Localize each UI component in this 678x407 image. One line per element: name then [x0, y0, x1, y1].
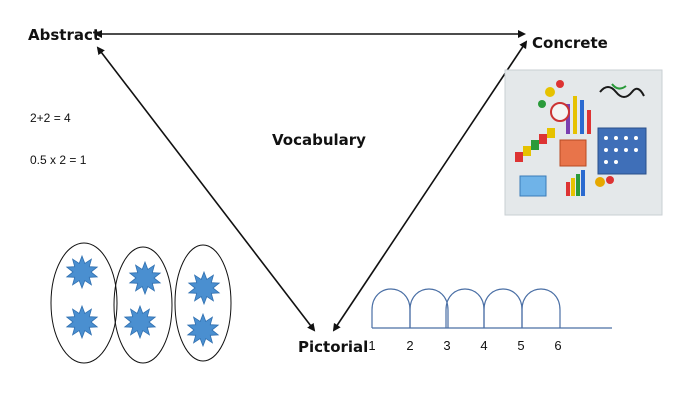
jump-arc	[445, 288, 485, 328]
equation-1: 2+2 = 4	[30, 111, 71, 125]
label-pictorial: Pictorial	[298, 338, 368, 356]
arrow-concrete-pictorial	[332, 40, 528, 332]
label-abstract: Abstract	[28, 26, 100, 44]
star-icon	[187, 270, 221, 306]
number-line-jumps	[371, 288, 561, 328]
number-label: 5	[517, 338, 524, 353]
label-concrete: Concrete	[532, 34, 608, 52]
star-icon	[186, 312, 220, 348]
star-icon	[65, 254, 99, 290]
star-groups	[50, 242, 232, 364]
number-line: 1 2 3 4 5 6	[368, 288, 612, 353]
number-label: 6	[554, 338, 561, 353]
label-vocabulary: Vocabulary	[272, 131, 366, 149]
jump-arc	[483, 288, 523, 328]
arrow-abstract-pictorial	[96, 46, 316, 332]
jump-arc	[409, 288, 449, 328]
star-group	[113, 246, 173, 364]
star-icon	[65, 304, 99, 340]
star-group	[174, 244, 232, 362]
group-ellipse	[50, 242, 118, 364]
number-label: 2	[406, 338, 413, 353]
star-icon	[123, 304, 157, 340]
jump-arc	[371, 288, 411, 328]
equation-2: 0.5 x 2 = 1	[30, 153, 87, 167]
number-line-labels: 1 2 3 4 5 6	[368, 338, 561, 353]
number-label: 4	[480, 338, 487, 353]
math-manipulatives-photo	[504, 69, 663, 216]
group-ellipse	[174, 244, 232, 362]
number-label: 3	[443, 338, 450, 353]
number-label: 1	[368, 338, 375, 353]
group-ellipse	[113, 246, 173, 364]
star-group	[50, 242, 118, 364]
star-icon	[128, 260, 162, 296]
jump-arc	[521, 288, 561, 328]
